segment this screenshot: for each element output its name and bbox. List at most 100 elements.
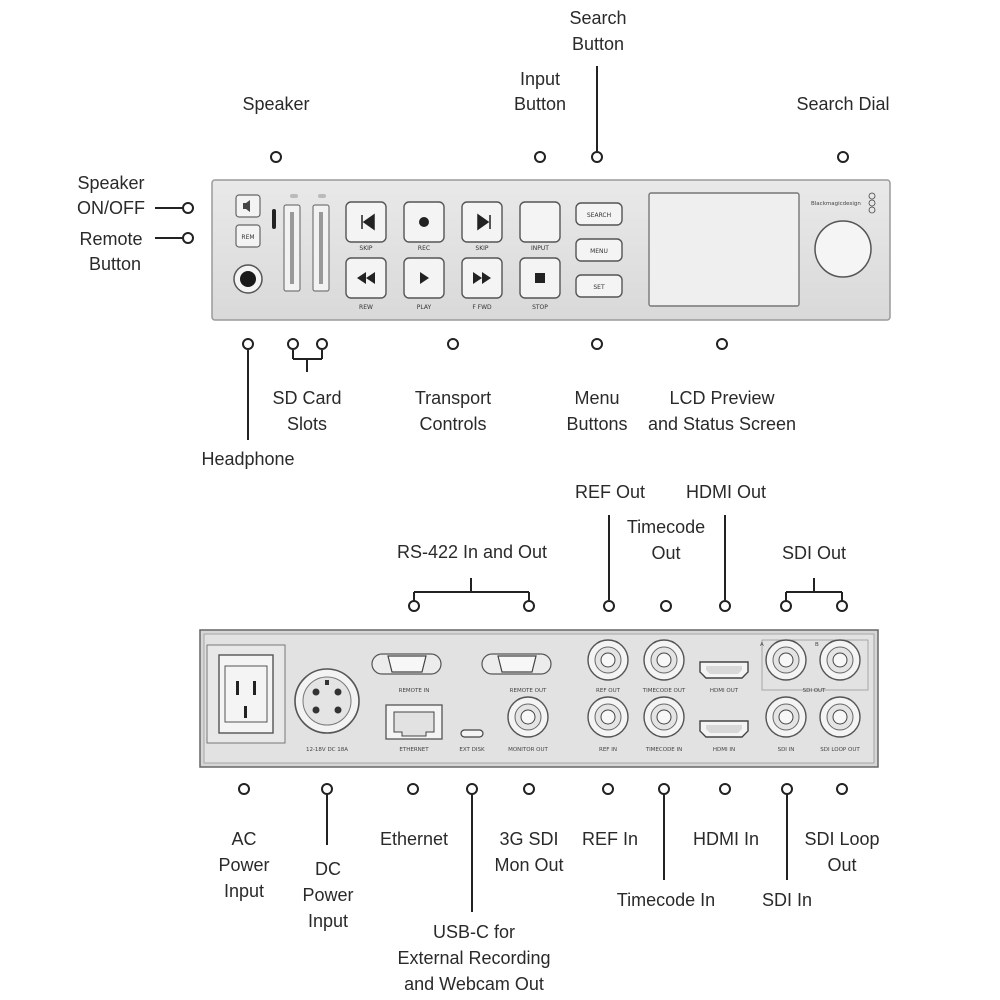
sdi-out-label: SDI Out — [782, 543, 846, 563]
hdmi-in-label: HDMI In — [693, 829, 759, 849]
sdi-in-text: SDI IN — [778, 747, 795, 753]
monitor-out-bnc[interactable] — [507, 696, 549, 738]
ref-in-bnc[interactable] — [587, 696, 629, 738]
speaker-icon — [243, 200, 250, 212]
lcd-preview-label-2: and Status Screen — [648, 414, 796, 434]
play-icon — [420, 272, 429, 284]
rewind-icon — [357, 272, 375, 284]
ref-out-text: REF OUT — [596, 688, 621, 694]
ref-in-label: REF In — [582, 829, 638, 849]
usbc-label-2: External Recording — [397, 948, 550, 968]
ethernet-port[interactable] — [385, 704, 443, 740]
rear-callout-dots — [238, 600, 848, 795]
remote-button-label: Remote — [79, 229, 142, 249]
ac-power-label: AC — [231, 829, 256, 849]
sdi-loop-label-2: Out — [827, 855, 856, 875]
hdmi-in-port[interactable] — [699, 720, 749, 738]
dc-power-input[interactable] — [294, 668, 360, 734]
remote-out-port[interactable] — [481, 653, 552, 675]
rew-label: REW — [359, 304, 373, 311]
remote-in-port[interactable] — [371, 653, 442, 675]
search-button[interactable] — [575, 202, 623, 226]
menu-buttons-label-2: Buttons — [566, 414, 627, 434]
front-panel: REM SKIP REC SKIP INPUT REW PLAY — [211, 179, 891, 321]
rec-label: REC — [418, 245, 430, 252]
ffwd-label: F FWD — [472, 304, 492, 311]
sd-card-slots-label-2: Slots — [287, 414, 327, 434]
ref-out-label: REF Out — [575, 482, 645, 502]
sdi-out-a-bnc[interactable] — [765, 639, 807, 681]
mon-out-label-2: Mon Out — [494, 855, 563, 875]
sdi-loop-label: SDI Loop — [804, 829, 879, 849]
set-button[interactable] — [575, 274, 623, 298]
input-label: INPUT — [531, 245, 549, 252]
stop-icon — [535, 273, 545, 283]
timecode-out-bnc[interactable] — [643, 639, 685, 681]
menu-buttons-label: Menu — [574, 388, 619, 408]
speaker-onoff-label: Speaker — [77, 173, 144, 193]
dc-power-label-3: Input — [308, 911, 348, 931]
ethernet-text: ETHERNET — [399, 747, 429, 753]
remote-out-text: REMOTE OUT — [510, 688, 547, 694]
menu-button[interactable] — [575, 238, 623, 262]
sd-card-slots-label: SD Card — [272, 388, 341, 408]
speaker-grille — [272, 209, 276, 229]
input-button-label-2: Button — [514, 94, 566, 114]
timecode-out-text: TIMECODE OUT — [642, 688, 686, 694]
search-dial-label: Search Dial — [796, 94, 889, 114]
usbc-label: USB-C for — [433, 922, 515, 942]
monitor-out-text: MONITOR OUT — [508, 747, 548, 753]
skip-back-icon — [361, 213, 375, 231]
brand-logo-text: Blackmagicdesign — [811, 201, 861, 207]
ref-out-bnc[interactable] — [587, 639, 629, 681]
ac-power-label-3: Input — [224, 881, 264, 901]
sdi-out-group — [761, 639, 869, 691]
sdi-in-bnc[interactable] — [765, 696, 807, 738]
sdi-out-text: SDI OUT — [803, 688, 826, 694]
hdmi-out-text: HDMI OUT — [710, 688, 739, 694]
dc-power-label-2: Power — [302, 885, 353, 905]
dc-rating-text: 12-18V DC 18A — [306, 747, 348, 753]
sdi-loop-out-text: SDI LOOP OUT — [820, 747, 860, 753]
ethernet-label: Ethernet — [380, 829, 448, 849]
search-button-label-2: Button — [572, 34, 624, 54]
search-button-label: Search — [569, 8, 626, 28]
search-dial[interactable] — [814, 220, 872, 278]
search-label: SEARCH — [587, 212, 611, 219]
rear-callouts — [326, 515, 843, 912]
sdi-b-text: B — [815, 642, 819, 648]
fast-forward-icon — [473, 272, 491, 284]
rem-label: REM — [241, 234, 254, 241]
hdmi-out-label: HDMI Out — [686, 482, 766, 502]
lcd-screen — [648, 192, 800, 307]
rs422-label: RS-422 In and Out — [397, 542, 547, 562]
transport-controls-label-2: Controls — [419, 414, 486, 434]
sdi-a-text: A — [760, 642, 764, 648]
set-label: SET — [593, 284, 605, 291]
ac-power-input[interactable] — [206, 644, 286, 744]
front-callouts — [155, 66, 598, 440]
usbc-port[interactable] — [460, 729, 484, 738]
front-callout-labels: Search Button Input Button Speaker Searc… — [77, 8, 890, 469]
remote-button[interactable] — [235, 224, 261, 248]
lcd-preview-label: LCD Preview — [669, 388, 775, 408]
usbc-label-3: and Webcam Out — [404, 974, 544, 994]
menu-label: MENU — [590, 248, 608, 255]
play-label: PLAY — [417, 304, 432, 311]
ref-in-text: REF IN — [599, 747, 617, 753]
speaker-onoff-label-2: ON/OFF — [77, 198, 145, 218]
input-button[interactable] — [519, 201, 561, 243]
timecode-in-bnc[interactable] — [643, 696, 685, 738]
hdmi-out-port[interactable] — [699, 661, 749, 679]
transport-controls-label: Transport — [415, 388, 491, 408]
ac-power-label-2: Power — [218, 855, 269, 875]
timecode-in-label: Timecode In — [617, 890, 715, 910]
sdi-out-b-bnc[interactable] — [819, 639, 861, 681]
sdi-loop-out-bnc[interactable] — [819, 696, 861, 738]
timecode-out-label: Timecode — [627, 517, 705, 537]
dc-power-label: DC — [315, 859, 341, 879]
hdmi-in-text: HDMI IN — [713, 747, 735, 753]
remote-in-text: REMOTE IN — [399, 688, 430, 694]
stop-label: STOP — [532, 304, 548, 311]
timecode-out-label-2: Out — [651, 543, 680, 563]
